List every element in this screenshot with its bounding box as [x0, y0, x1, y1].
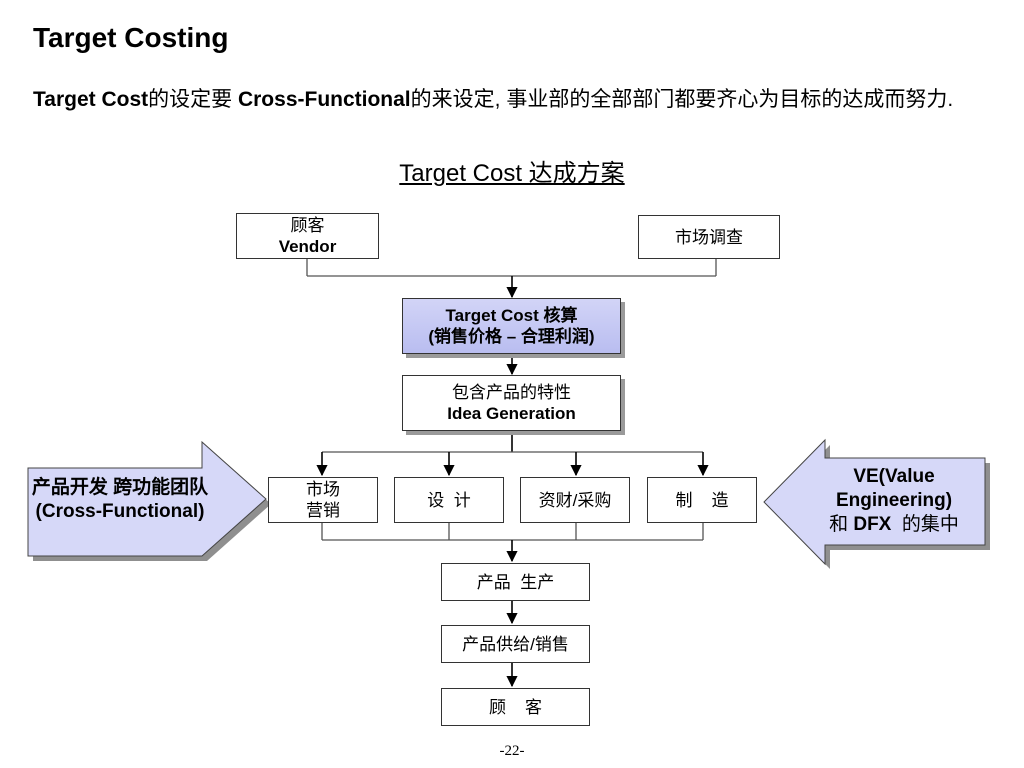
dept-marketing-line2: 营销 — [306, 501, 340, 520]
dept-marketing-line1: 市场 — [306, 480, 340, 499]
right-arrow-line3: 和 DFX 的集中 — [800, 513, 988, 537]
dept-design-label: 设 计 — [427, 490, 471, 510]
dept-marketing-box: 市场 营销 — [268, 477, 378, 523]
right-block-arrow — [763, 438, 986, 566]
intro-bold-cross-functional: Cross-Functional — [237, 88, 411, 111]
customer-vendor-box: 顾客 Vendor — [236, 213, 379, 259]
diagram-subtitle-text: Target Cost 达成方案 — [399, 160, 625, 187]
intro-text: Target Cost的设定要 Cross-Functional的来设定, 事业… — [33, 86, 963, 114]
right-arrow-line2: Engineering) — [835, 490, 953, 511]
supply-sales-box: 产品供给/销售 — [441, 625, 590, 663]
market-research-box: 市场调查 — [638, 215, 780, 259]
market-research-label: 市场调查 — [675, 227, 743, 247]
intro-text-part-1: 的设定要 — [148, 88, 238, 111]
final-customer-box: 顾 客 — [441, 688, 590, 726]
left-arrow-label: 产品开发 跨功能团队 (Cross-Functional) — [4, 476, 236, 524]
production-label: 产品 生产 — [476, 572, 555, 592]
right-arrow-suffix: 的集中 — [891, 514, 959, 535]
diagram-subtitle: Target Cost 达成方案 — [0, 153, 1024, 188]
supply-sales-label: 产品供给/销售 — [462, 634, 569, 654]
right-arrow-prefix: 和 — [829, 514, 854, 535]
idea-generation-line2: Idea Generation — [447, 404, 576, 423]
left-block-arrow — [27, 440, 267, 557]
right-arrow-dfx: DFX — [853, 514, 892, 535]
target-cost-calc-line2: (销售价格 – 合理利润) — [428, 327, 595, 346]
vendor-label: Vendor — [278, 237, 337, 256]
page-number: -22- — [499, 743, 525, 759]
dept-procurement-box: 资财/采购 — [520, 477, 630, 523]
target-cost-calc-box: Target Cost 核算 (销售价格 – 合理利润) — [402, 298, 621, 354]
dept-manufacturing-box: 制 造 — [647, 477, 757, 523]
final-customer-label: 顾 客 — [489, 697, 542, 717]
idea-generation-line1: 包含产品的特性 — [452, 383, 571, 402]
page-title: Target Costing — [33, 22, 229, 53]
intro-bold-target-cost: Target Cost — [33, 88, 149, 111]
right-arrow-line1: VE(Value — [853, 466, 935, 487]
left-arrow-line1: 产品开发 跨功能团队 — [31, 477, 209, 498]
production-box: 产品 生产 — [441, 563, 590, 601]
dept-design-box: 设 计 — [394, 477, 504, 523]
idea-generation-box: 包含产品的特性 Idea Generation — [402, 375, 621, 431]
left-arrow-line2: (Cross-Functional) — [35, 501, 205, 522]
right-arrow-label: VE(Value Engineering) 和 DFX 的集中 — [800, 465, 988, 537]
dept-procurement-label: 资财/采购 — [538, 490, 612, 510]
intro-text-part-2: 的来设定, 事业部的全部部门都要齐心为目标的达成而努力. — [410, 88, 954, 111]
target-cost-calc-line1: Target Cost 核算 — [445, 306, 578, 325]
dept-manufacturing-label: 制 造 — [675, 490, 729, 510]
customer-label: 顾客 — [290, 216, 325, 235]
